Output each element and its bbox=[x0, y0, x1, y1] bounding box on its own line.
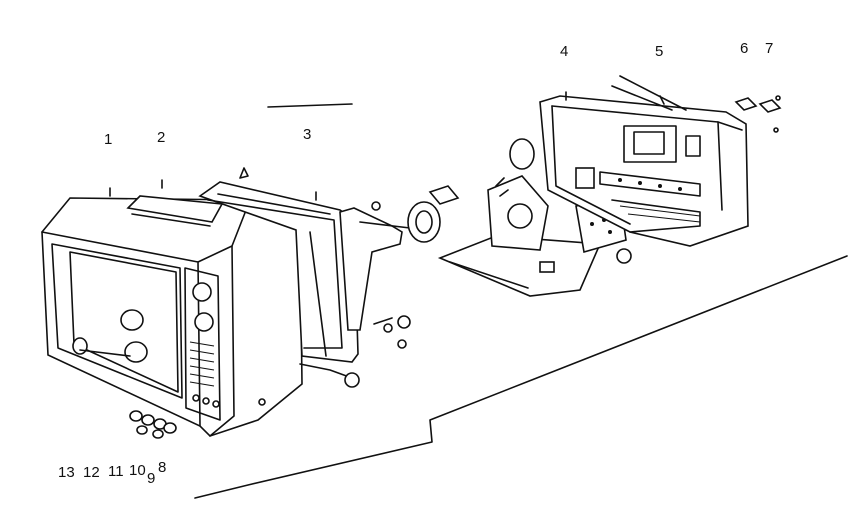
callout-2: 2 bbox=[157, 129, 166, 146]
callout-6: 6 bbox=[740, 40, 749, 57]
callout-10: 10 bbox=[129, 462, 146, 479]
callout-11: 11 bbox=[108, 463, 124, 480]
callout-9: 9 bbox=[147, 470, 156, 487]
callout-5: 5 bbox=[655, 43, 664, 60]
chassis bbox=[437, 138, 632, 297]
picture-tube-frame bbox=[198, 167, 360, 388]
knob-set bbox=[129, 410, 177, 439]
callout-4: 4 bbox=[560, 43, 569, 60]
back-cover bbox=[539, 75, 749, 247]
callout-12: 12 bbox=[83, 464, 100, 481]
callout-8: 8 bbox=[158, 459, 167, 476]
callout-7: 7 bbox=[765, 40, 774, 57]
callout-13: 13 bbox=[58, 464, 75, 481]
crt-tube bbox=[339, 185, 460, 349]
callout-3: 3 bbox=[303, 126, 312, 143]
callout-1: 1 bbox=[104, 131, 113, 148]
ground-lines bbox=[194, 103, 848, 499]
front-cabinet bbox=[41, 195, 303, 437]
small-hardware bbox=[734, 95, 782, 133]
leader-ticks bbox=[109, 91, 567, 201]
